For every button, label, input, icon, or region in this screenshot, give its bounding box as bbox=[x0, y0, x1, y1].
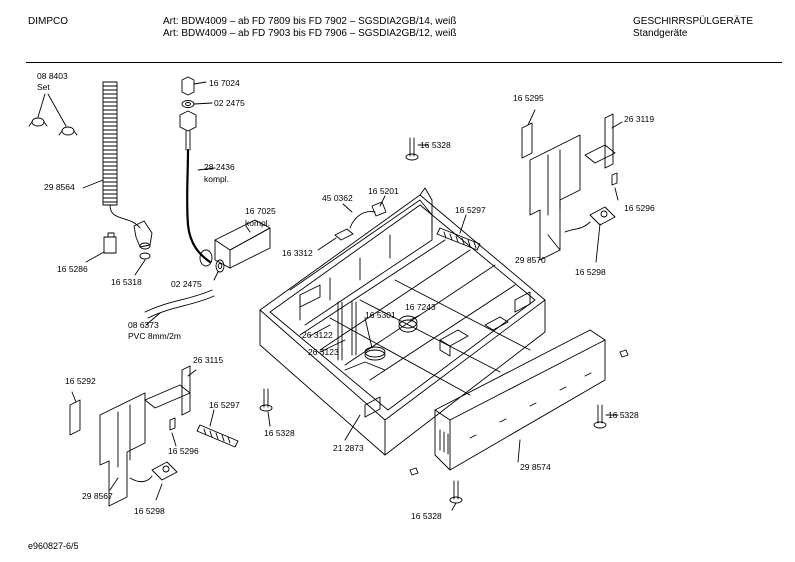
label-165328-b: 16 5328 bbox=[264, 428, 295, 438]
spring-clip-bottom-drawing bbox=[196, 409, 239, 448]
label-165328-c: 16 5328 bbox=[608, 410, 639, 420]
label-165328-a: 16 5328 bbox=[420, 140, 451, 150]
label-212873: 21 2873 bbox=[333, 443, 364, 453]
label-pvc: PVC 8mm/2m bbox=[128, 331, 181, 341]
category-label: GESCHIRRSPÜLGERÄTE bbox=[633, 16, 754, 27]
label-165301: 16 5301 bbox=[365, 310, 396, 320]
label-298570: 29 8570 bbox=[515, 255, 546, 265]
label-263119: 26 3119 bbox=[624, 114, 654, 124]
label-165298-b: 16 5298 bbox=[134, 506, 165, 516]
label-086373: 08 6373 bbox=[128, 320, 159, 330]
drain-hose-drawing bbox=[82, 81, 153, 276]
screw-left-drawing bbox=[259, 388, 273, 427]
label-165297-a: 16 5297 bbox=[455, 205, 486, 215]
article-line-2: Art: BDW4009 – ab FD 7903 bis FD 7906 – … bbox=[163, 28, 457, 39]
label-165297-b: 16 5297 bbox=[209, 400, 240, 410]
header-divider bbox=[26, 62, 782, 63]
label-167243: 16 7243 bbox=[405, 302, 436, 312]
label-282436: 28 2436 bbox=[204, 162, 235, 172]
screw-bottom-drawing bbox=[409, 349, 629, 511]
subcategory-label: Standgeräte bbox=[633, 28, 688, 39]
label-165292: 16 5292 bbox=[65, 376, 96, 386]
label-022475-b: 02 2475 bbox=[171, 279, 202, 289]
document-id: e960827-6/5 bbox=[28, 541, 79, 551]
bracket-right-drawing bbox=[521, 109, 623, 263]
label-165298-a: 16 5298 bbox=[575, 267, 606, 277]
part-number-labels: 08 8403 Set 29 8564 16 5286 16 5318 16 7… bbox=[37, 71, 655, 521]
label-165296-b: 16 5296 bbox=[168, 446, 199, 456]
brand-label: DIMPCO bbox=[28, 16, 68, 27]
sensor-cable-drawing bbox=[317, 195, 387, 251]
label-165201: 16 5201 bbox=[368, 186, 399, 196]
label-165328-d: 16 5328 bbox=[411, 511, 442, 521]
label-165295: 16 5295 bbox=[513, 93, 544, 103]
label-298574: 29 8574 bbox=[520, 462, 551, 472]
label-263123: 26 3123 bbox=[308, 347, 339, 357]
article-line-1: Art: BDW4009 – ab FD 7809 bis FD 7902 – … bbox=[163, 16, 457, 27]
label-165286: 16 5286 bbox=[57, 264, 88, 274]
label-163312: 16 3312 bbox=[282, 248, 313, 258]
label-263122: 26 3122 bbox=[302, 330, 333, 340]
screw-right-drawing bbox=[593, 404, 619, 429]
label-167024: 16 7024 bbox=[209, 78, 240, 88]
label-165296-a: 16 5296 bbox=[624, 203, 655, 213]
label-088403: 08 8403 bbox=[37, 71, 68, 81]
spring-clip-top-drawing bbox=[436, 214, 481, 251]
label-450362: 45 0362 bbox=[322, 193, 353, 203]
label-set: Set bbox=[37, 82, 50, 92]
label-kompl-2: kompl. bbox=[245, 218, 270, 228]
leader-lines bbox=[309, 314, 421, 441]
label-263115: 26 3115 bbox=[193, 355, 223, 365]
label-167025: 16 7025 bbox=[245, 206, 276, 216]
pvc-hose-drawing bbox=[144, 289, 215, 326]
base-tub-drawing bbox=[259, 187, 546, 456]
label-298564: 29 8564 bbox=[44, 182, 75, 192]
hose-clamp-set-drawing bbox=[28, 93, 78, 136]
kick-plate-drawing bbox=[434, 329, 606, 471]
screw-top-drawing bbox=[405, 137, 429, 161]
bracket-left-drawing bbox=[69, 365, 197, 507]
inlet-hose-drawing bbox=[179, 76, 271, 281]
label-022475-a: 02 2475 bbox=[214, 98, 245, 108]
label-kompl-1: kompl. bbox=[204, 174, 229, 184]
label-298567: 29 8567 bbox=[82, 491, 113, 501]
label-165318: 16 5318 bbox=[111, 277, 142, 287]
